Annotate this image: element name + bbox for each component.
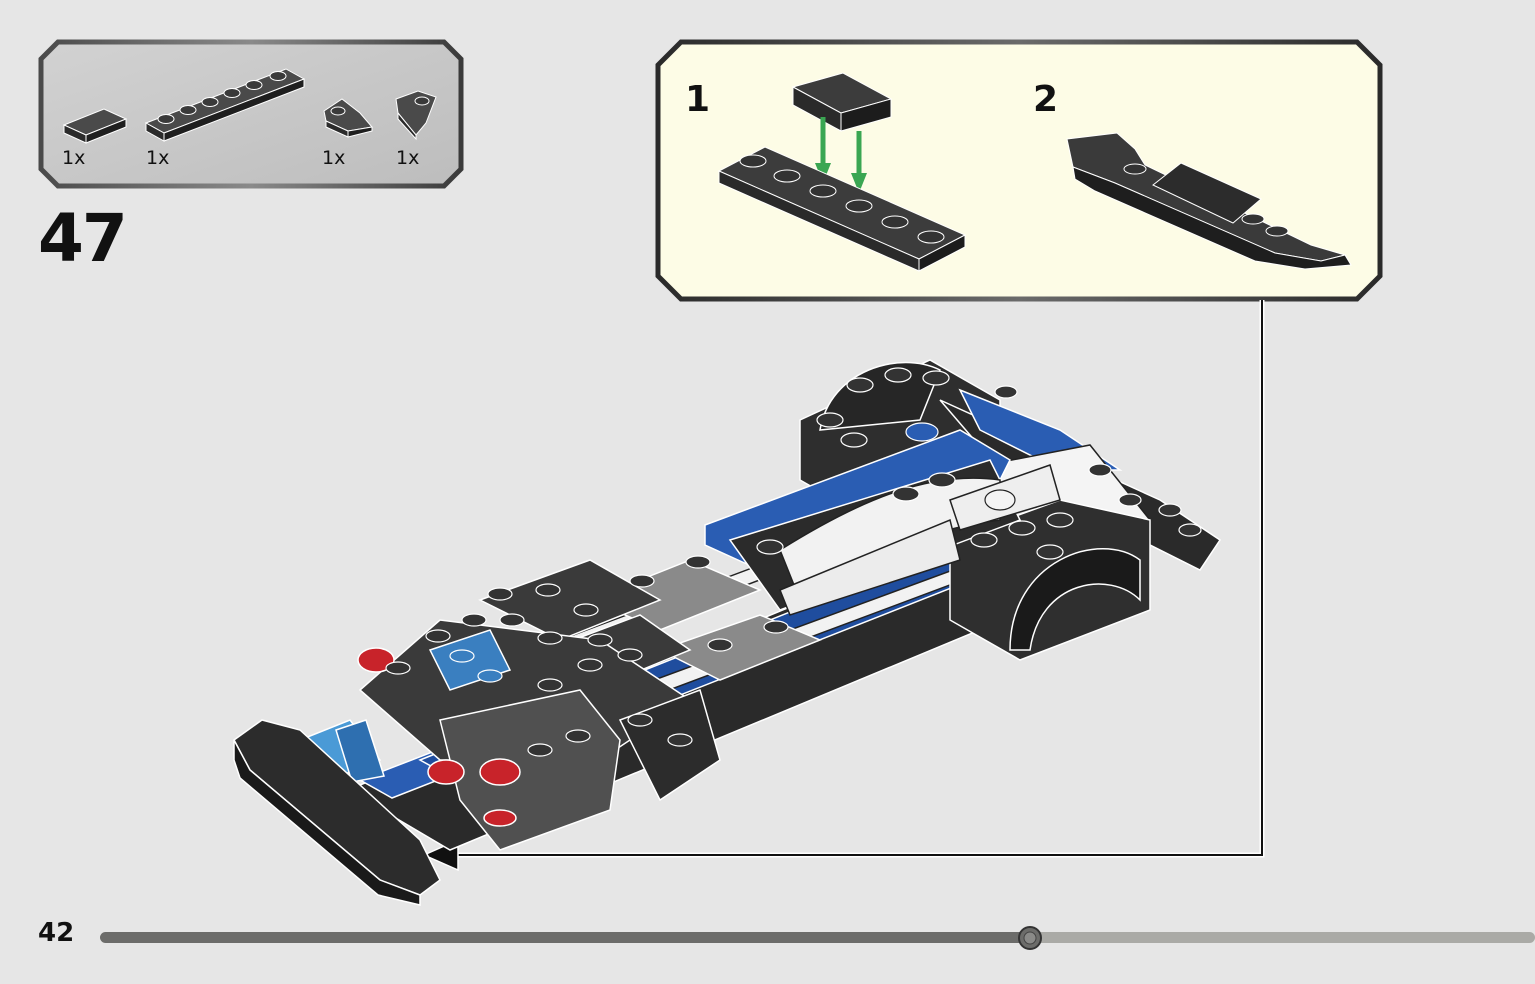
- build-progress-fill: [100, 932, 1030, 943]
- sub-step-label: 2: [1033, 79, 1059, 120]
- parts-box-frame: [38, 39, 464, 189]
- sub-step-1-illustration: [717, 72, 967, 272]
- part-qty: 1x: [146, 147, 170, 169]
- part-qty: 1x: [62, 147, 86, 169]
- part-wedge-plate-icon: [323, 98, 373, 138]
- part-plate-1x6-icon: [144, 68, 306, 142]
- page-number: 42: [38, 918, 75, 948]
- part-qty: 1x: [396, 147, 420, 169]
- step-number: 47: [38, 200, 128, 277]
- progress-marker-icon: [1017, 926, 1042, 950]
- build-progress-bar: [100, 932, 1535, 943]
- sub-assembly-frame: [655, 39, 1383, 302]
- part-plate-1x2-icon: [62, 108, 128, 144]
- red-connector-icon: [357, 647, 521, 827]
- attach-arrow-icon: [422, 300, 1265, 872]
- sub-assembly-callout: 1 2: [655, 39, 1383, 302]
- sub-step-2-illustration: [1066, 132, 1352, 270]
- sub-step-label: 1: [685, 79, 711, 120]
- part-qty: 1x: [322, 147, 346, 169]
- part-wedge-plate-mirror-icon: [395, 90, 437, 141]
- parts-list-callout: 1x 1x 1x 1x: [38, 39, 464, 189]
